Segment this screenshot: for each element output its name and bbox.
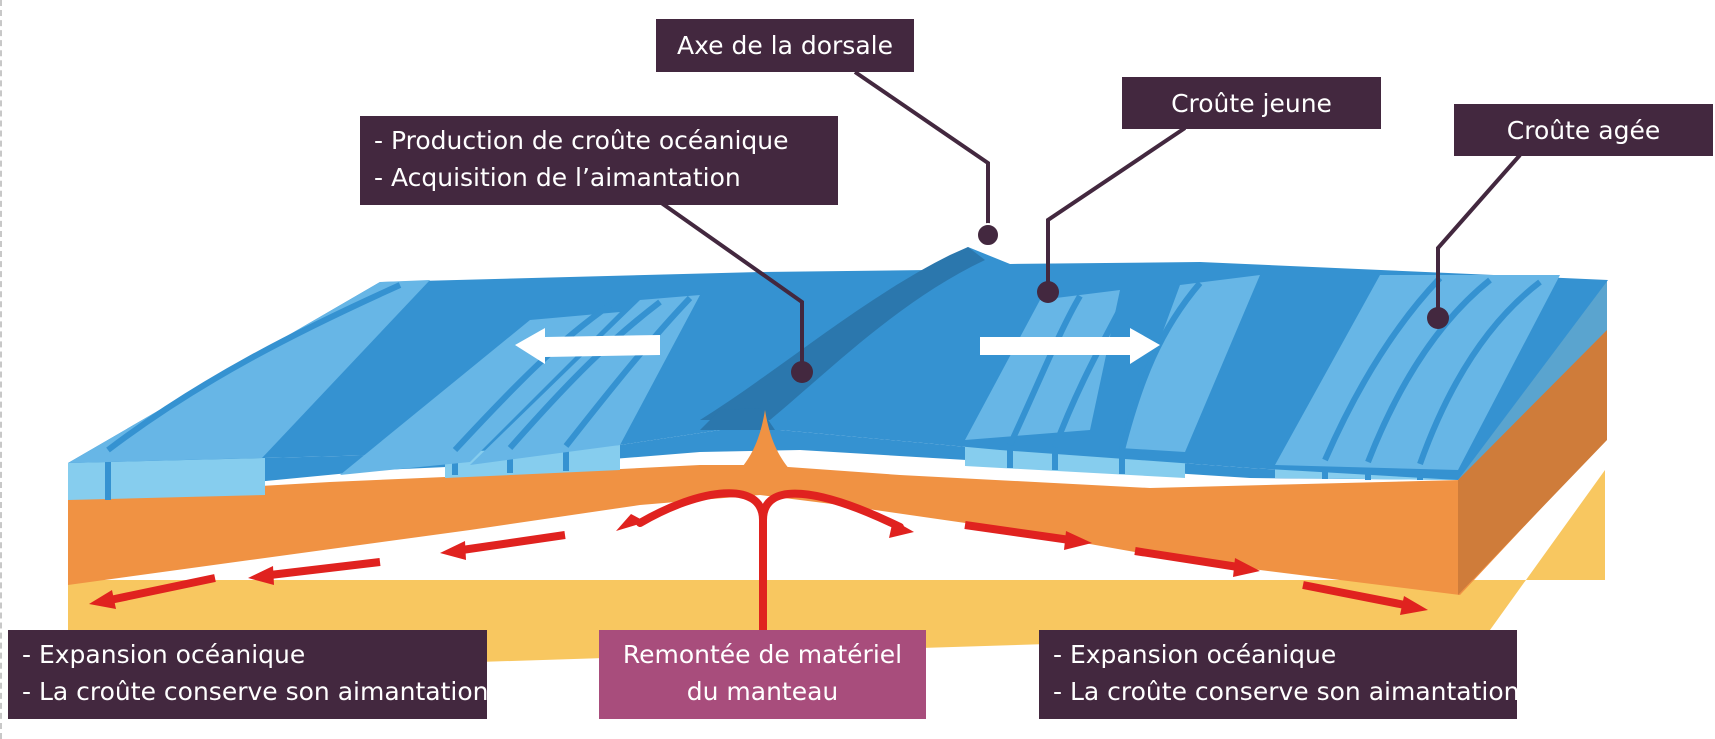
plate-motion-arrows xyxy=(515,328,1160,364)
mantle-flow-arrows xyxy=(89,521,1428,615)
asthenosphere-layer xyxy=(68,470,1605,675)
young-crust-pointer-dot xyxy=(1037,281,1059,303)
lithosphere-layer xyxy=(68,310,1605,595)
expansion-right-line-2: - La croûte conserve son aimantation xyxy=(1053,677,1520,706)
mantle-upwelling-line-2: du manteau xyxy=(686,677,839,706)
production-label: - Production de croûte océanique - Acqui… xyxy=(360,116,838,205)
production-pointer-dot xyxy=(791,361,813,383)
ridge-axis-pointer-dot xyxy=(976,223,1000,247)
expansion-right-label: - Expansion océanique - La croûte conser… xyxy=(1039,630,1520,719)
ridge-crest xyxy=(700,247,985,420)
mantle-upwelling-flow xyxy=(636,489,904,634)
expansion-left-label: - Expansion océanique - La croûte conser… xyxy=(8,630,489,719)
ridge-axis-label: Axe de la dorsale xyxy=(656,19,914,72)
expansion-right-line-1: - Expansion océanique xyxy=(1053,640,1337,669)
old-crust-label: Croûte agée xyxy=(1454,104,1713,156)
young-crust-label: Croûte jeune xyxy=(1122,77,1381,129)
old-crust-pointer-dot xyxy=(1427,307,1449,329)
mantle-upwelling-line-1: Remontée de matériel xyxy=(622,640,903,669)
production-line-2: - Acquisition de l’aimantation xyxy=(374,163,741,192)
expansion-left-line-2: - La croûte conserve son aimantation xyxy=(22,677,489,706)
expansion-left-line-1: - Expansion océanique xyxy=(22,640,306,669)
page-edge-divider xyxy=(0,0,2,739)
mantle-upwelling-label: Remontée de matériel du manteau xyxy=(599,630,926,719)
production-line-1: - Production de croûte océanique xyxy=(374,126,789,155)
